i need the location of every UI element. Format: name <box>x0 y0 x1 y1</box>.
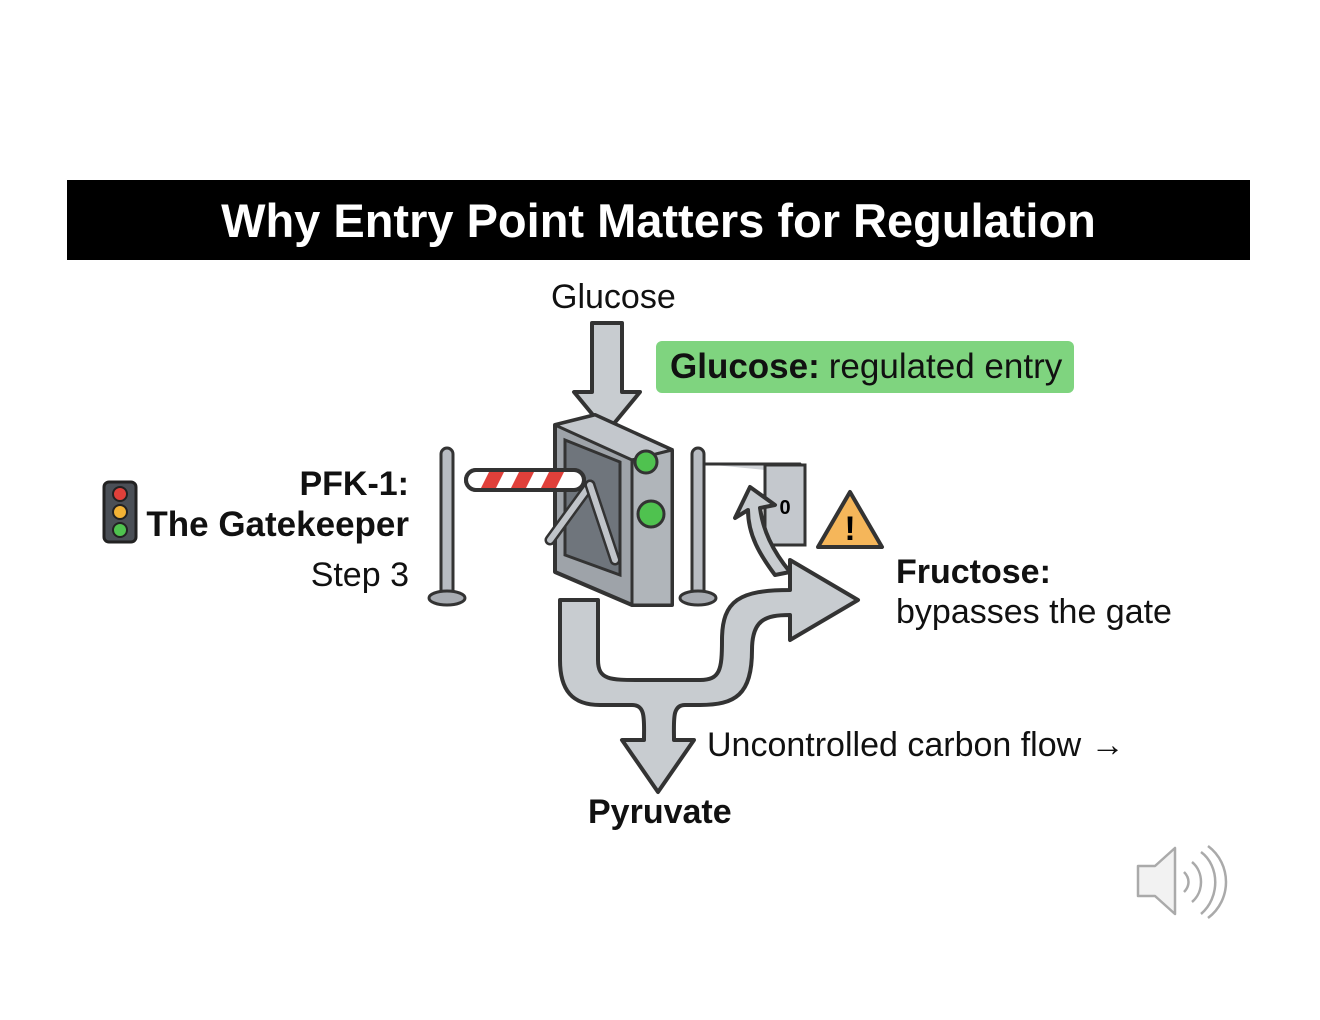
flow-arrows <box>558 558 860 794</box>
svg-text:0: 0 <box>779 497 790 519</box>
title-bar: Why Entry Point Matters for Regulation <box>67 180 1250 260</box>
left-post <box>427 446 467 607</box>
warning-icon: ! <box>816 490 884 549</box>
pyruvate-label: Pyruvate <box>588 793 732 831</box>
glucose-label: Glucose <box>551 278 676 316</box>
fructose-bypass-arrow <box>733 485 792 577</box>
turnstile-gate-icon <box>544 413 674 607</box>
glucose-badge-bold: Glucose: <box>670 347 820 386</box>
pfk-subtitle: The Gatekeeper <box>146 505 409 544</box>
svg-text:!: ! <box>844 510 855 548</box>
glucose-entry-arrow <box>572 321 642 434</box>
pfk-title: PFK-1: <box>299 465 409 503</box>
traffic-light-icon <box>102 480 138 544</box>
glucose-badge-text: regulated entry <box>828 347 1063 386</box>
pfk-step: Step 3 <box>310 556 409 594</box>
barrier-arm <box>464 468 586 492</box>
fructose-subtitle: bypasses the gate <box>896 593 1172 631</box>
uncontrolled-flow-label: Uncontrolled carbon flow → <box>707 726 1125 764</box>
fructose-title: Fructose: <box>896 553 1051 591</box>
speaker-icon[interactable] <box>1136 845 1228 919</box>
right-post <box>678 446 718 607</box>
slide-title: Why Entry Point Matters for Regulation <box>221 193 1096 247</box>
glucose-regulated-badge: Glucose: regulated entry <box>656 341 1074 393</box>
